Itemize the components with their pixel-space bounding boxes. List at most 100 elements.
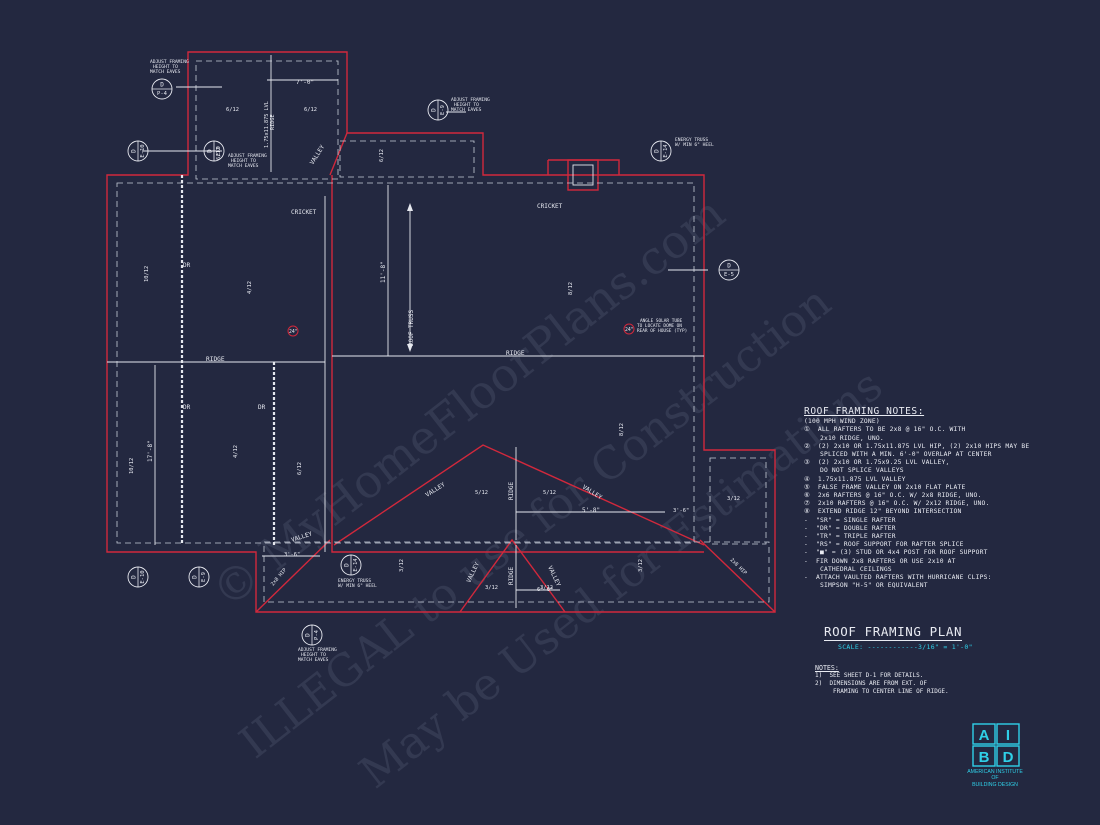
- ridge-right: RIDGE: [506, 350, 525, 357]
- solar-tube-2: 24": [625, 327, 634, 333]
- pitch-9: 10/12: [129, 458, 135, 474]
- solar-tubes: [287, 323, 635, 337]
- solar-tube-circle-2: [623, 323, 635, 335]
- marker-e9b-a: D: [192, 575, 199, 579]
- main-roof-outline: [106, 51, 776, 613]
- dash-main: [116, 182, 695, 544]
- pitch-15: 3/12: [399, 559, 405, 572]
- roof-framing-notes: ROOF FRAMING NOTES: (100 MPH WIND ZONE)①…: [804, 406, 1034, 590]
- dr-right: DR: [258, 404, 266, 411]
- porch-hip-lines: [255, 538, 776, 613]
- general-note-3: FRAMING TO CENTER LINE OF RIDGE.: [815, 688, 949, 695]
- adjust-2c: MATCH EAVES: [451, 107, 482, 113]
- ridge-left: RIDGE: [206, 356, 225, 363]
- marker-e9b-b: E-9: [201, 572, 207, 582]
- pitch-18: 3/12: [540, 585, 553, 591]
- dr-mid: DR: [183, 404, 191, 411]
- solar-tube-1: 24": [289, 329, 298, 335]
- marker-p4-bottom: P-4: [157, 91, 168, 97]
- note-line: DO NOT SPLICE VALLEYS: [804, 467, 904, 475]
- logo-caption: AMERICAN INSTITUTE OF BUILDING DESIGN: [967, 769, 1023, 788]
- roof-truss-text: ROOF TRUSS: [408, 309, 415, 346]
- adjust-1c: MATCH EAVES: [150, 69, 181, 75]
- dim-11-8-text: 11'-8": [380, 261, 387, 283]
- solar-c: REAR OF HOUSE (TYP): [637, 328, 687, 334]
- pitch-17: 3/12: [485, 585, 498, 591]
- adjust-4b: HEIGHT TO: [301, 652, 326, 658]
- dash-side: [709, 457, 767, 545]
- dim-3-6-right: 3'-6": [673, 508, 689, 514]
- notes-list: (100 MPH WIND ZONE)① ALL RAFTERS TO BE 2…: [804, 418, 1034, 590]
- note-line: 2x10 RIDGE, UNO.: [804, 434, 884, 442]
- marker-e10b-a: D: [131, 575, 138, 579]
- dim-3-6-left: 3'-6": [284, 552, 300, 558]
- dashed-outlines: [116, 60, 770, 603]
- energy-1a: ENERGY TRUSS: [675, 137, 708, 143]
- plan-title: ROOF FRAMING PLAN: [824, 624, 963, 641]
- marker-e10-bottom: D E-10: [127, 566, 149, 588]
- cricket-right: CRICKET: [537, 203, 563, 210]
- pitch-12: 5/12: [475, 490, 488, 496]
- adjust-3a: ADJUST FRAMING: [228, 153, 267, 159]
- arrow-head-down: [407, 344, 413, 352]
- marker-e9l-a: D: [207, 149, 214, 153]
- dim-5-8-text: 5'-8": [582, 507, 600, 514]
- note-line: - "TR" = TRIPLE RAFTER: [804, 533, 896, 541]
- dim-6-0-text: 6'-0": [537, 587, 553, 593]
- logo-a: A: [979, 727, 990, 744]
- pitch-1: 6/12: [226, 107, 239, 113]
- lvl-b: RIDGE: [270, 114, 276, 130]
- marker-e14-bottom: D E-14: [340, 554, 362, 576]
- note-line: - FIR DOWN 2x8 RAFTERS OR USE 2x10 AT: [804, 557, 956, 565]
- marker-e10-a: D: [131, 149, 138, 153]
- energy-2b: W/ MIN 6" HEEL: [338, 583, 377, 589]
- logo-d: D: [1003, 749, 1014, 766]
- upper-valley: [329, 132, 348, 176]
- adjust-3b: HEIGHT TO: [231, 158, 256, 164]
- plan-scale: SCALE: ------------3/16" = 1'-0": [838, 643, 973, 651]
- note-line: ⑧ EXTEND RIDGE 12" BEYOND INTERSECTION: [804, 508, 962, 516]
- marker-p4b-a: D: [305, 633, 312, 637]
- solar-b: TO LOCATE DOME ON: [637, 323, 682, 329]
- marker-e9l-b: E-9: [216, 146, 222, 156]
- adjust-4c: MATCH EAVES: [298, 657, 329, 663]
- notes-title: ROOF FRAMING NOTES:: [804, 406, 925, 417]
- marker-e5-a: D: [727, 263, 731, 270]
- marker-e10-left: D E-10: [127, 140, 149, 162]
- dim-17-8-text: 17'-8": [147, 440, 154, 462]
- pitch-7: 8/12: [568, 282, 574, 295]
- hip-right: 2x8 HIP: [729, 557, 748, 576]
- chimney-flue: [572, 164, 594, 186]
- note-line: ⑥ 2x6 RAFTERS @ 16" O.C. W/ 2x8 RIDGE, U…: [804, 492, 982, 500]
- pitch-11: 6/12: [297, 462, 303, 475]
- note-line: - ATTACH VAULTED RAFTERS WITH HURRICANE …: [804, 574, 992, 582]
- pitch-6: 4/12: [247, 281, 253, 294]
- pitch-2: 6/12: [304, 107, 317, 113]
- cricket-left: CRICKET: [291, 209, 317, 216]
- pitch-5: 10/12: [144, 266, 150, 282]
- marker-e9-top-a: D: [431, 108, 438, 112]
- marker-p4b-b: P-4: [314, 629, 320, 640]
- inner-rect: [331, 175, 704, 553]
- solar-tube-circle-1: [287, 325, 299, 337]
- note-line: ② (2) 2x10 OR 1.75x11.875 LVL HIP, (2) 2…: [804, 442, 1030, 450]
- valley-front-left: VALLEY: [424, 481, 446, 499]
- marker-e14b-b: E-14: [353, 558, 359, 572]
- arrow-head-up: [407, 203, 413, 211]
- marker-e5-b: E-5: [724, 272, 734, 278]
- note-line: ① ALL RAFTERS TO BE 2x8 @ 16" O.C. WITH: [804, 426, 966, 434]
- valley-top: VALLEY: [309, 144, 327, 166]
- marker-p4: D P-4: [151, 78, 173, 100]
- pitch-10: 4/12: [233, 445, 239, 458]
- note-line: - "SR" = SINGLE RAFTER: [804, 516, 896, 524]
- dash-upper: [195, 60, 339, 180]
- adjust-2a: ADJUST FRAMING: [451, 97, 490, 103]
- note-line: - "■" = (3) STUD OR 4x4 POST FOR ROOF SU…: [804, 549, 988, 557]
- dim-7-0-text: 7'-0": [296, 79, 314, 86]
- adjust-1a: ADJUST FRAMING: [150, 59, 189, 65]
